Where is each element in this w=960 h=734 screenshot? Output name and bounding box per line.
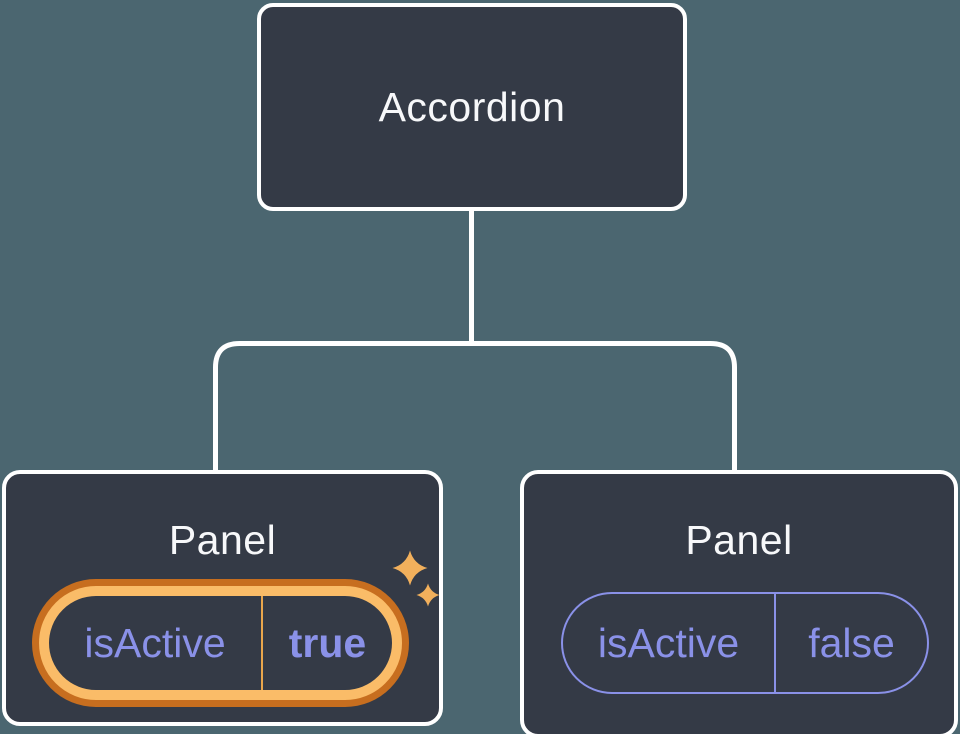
sparkles-icon <box>392 550 440 607</box>
panel-label: Panel <box>168 516 277 563</box>
panel-label: Panel <box>685 516 793 563</box>
panel-title: Panel <box>6 510 439 570</box>
state-key: isActive <box>597 619 740 666</box>
state-pill-active: isActive true <box>39 586 402 700</box>
state-value: false <box>808 619 895 666</box>
state-key: isActive <box>84 619 226 666</box>
component-box-accordion: Accordion <box>257 3 687 211</box>
state-value: true <box>288 619 367 666</box>
pill-divider <box>774 594 776 692</box>
sparkle-star-large <box>392 550 428 586</box>
pill-divider <box>261 596 263 690</box>
component-box-panel-inactive: Panel isActive false <box>520 470 958 734</box>
accordion-label: Accordion <box>378 83 566 130</box>
branch-connector <box>213 341 737 472</box>
panel-title: Panel <box>524 510 954 570</box>
component-box-panel-active: Panel isActive true <box>2 470 443 726</box>
sparkle-star-small <box>416 583 440 607</box>
state-pill-inactive: isActive false <box>561 592 929 694</box>
